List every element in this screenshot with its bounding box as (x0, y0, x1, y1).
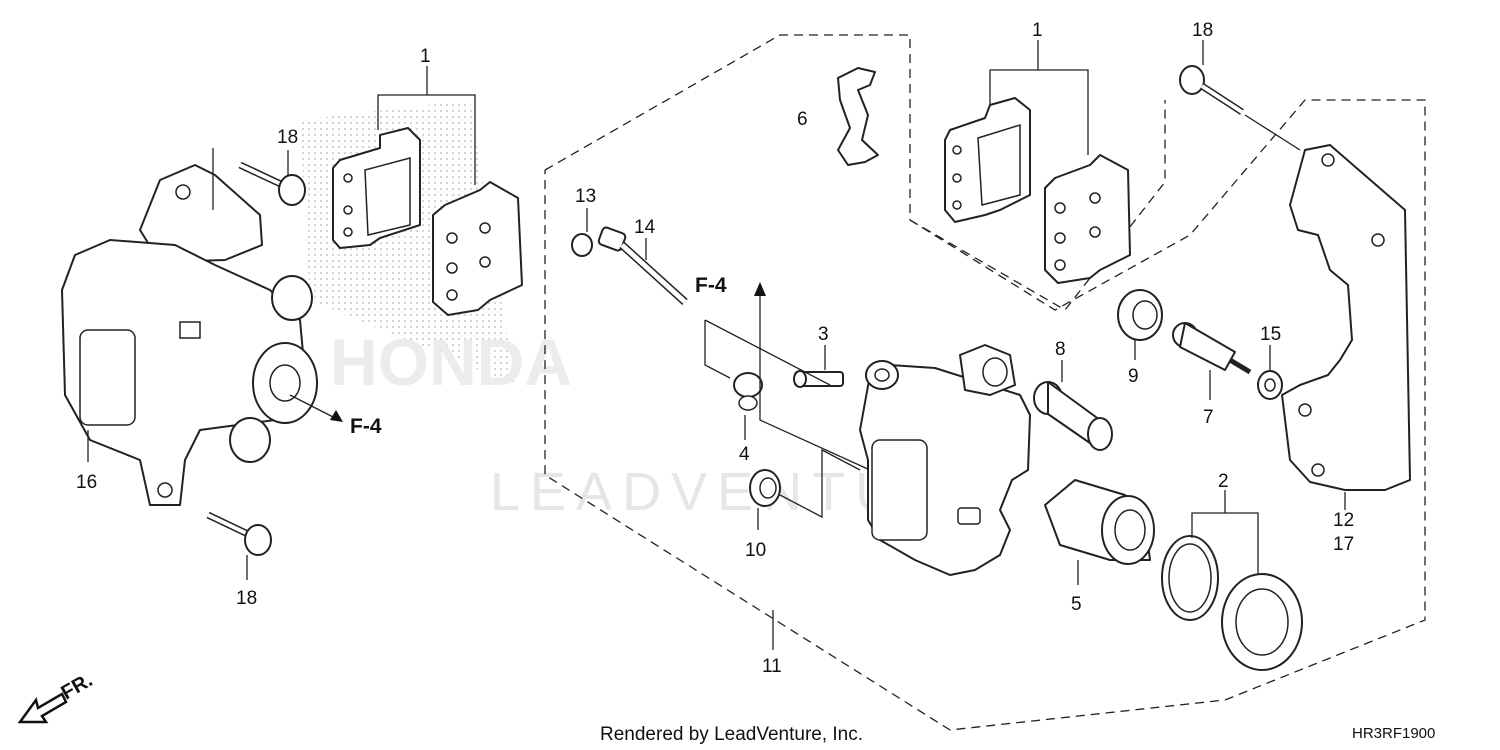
callout-18-bottom-left[interactable]: 18 (236, 588, 257, 609)
bracket-pin[interactable] (1172, 322, 1252, 375)
left-lower-boot (229, 417, 271, 463)
callout-9[interactable]: 9 (1128, 366, 1139, 387)
callout-labels: 1 18 16 18 6 1 18 13 14 3 4 10 8 9 7 15 … (76, 20, 1354, 677)
pad-spring[interactable] (837, 67, 879, 166)
callout-4[interactable]: 4 (739, 444, 750, 465)
piston-seal[interactable] (1161, 535, 1219, 621)
callout-1-right[interactable]: 1 (1032, 20, 1043, 41)
front-arrow-icon (17, 692, 68, 724)
reference-f4-center[interactable]: F-4 (695, 274, 727, 297)
sleeve-boot[interactable] (1117, 289, 1163, 341)
callout-17[interactable]: 17 (1333, 534, 1354, 555)
left-caliper-assembly (61, 66, 523, 580)
right-caliper-kit (544, 34, 1426, 731)
left-bleeder[interactable] (179, 321, 201, 339)
right-brake-pad-front[interactable] (944, 97, 1031, 223)
slide-pin[interactable] (597, 226, 688, 305)
reference-f4-left[interactable]: F-4 (350, 415, 382, 438)
left-caliper-window (79, 329, 136, 426)
callout-12[interactable]: 12 (1333, 510, 1354, 531)
callout-10[interactable]: 10 (745, 540, 766, 561)
slide-sleeve[interactable] (1033, 381, 1113, 451)
callout-16[interactable]: 16 (76, 472, 97, 493)
callout-1-left[interactable]: 1 (420, 46, 431, 67)
callout-2[interactable]: 2 (1218, 471, 1229, 492)
dust-seal[interactable] (1221, 573, 1303, 671)
left-bolt-lower[interactable] (206, 511, 272, 556)
pin-cap[interactable] (571, 233, 593, 257)
left-bolt-upper[interactable] (238, 161, 306, 206)
callout-7[interactable]: 7 (1203, 407, 1214, 428)
callout-13[interactable]: 13 (575, 186, 596, 207)
diagram-code: HR3RF1900 (1352, 725, 1435, 742)
callout-15[interactable]: 15 (1260, 324, 1281, 345)
right-bolt[interactable] (1179, 65, 1244, 115)
front-direction-indicator: FR. (17, 669, 96, 724)
caliper-piston[interactable] (1044, 479, 1155, 565)
callout-18-top-left[interactable]: 18 (277, 127, 298, 148)
left-boot (271, 275, 313, 321)
bleeder-cap[interactable] (733, 372, 763, 411)
pin-boot[interactable] (749, 469, 781, 507)
left-caliper-body[interactable] (61, 239, 306, 506)
left-brake-pad-rear[interactable] (432, 181, 523, 316)
left-brake-pad-front[interactable] (332, 127, 421, 249)
watermark-brand: HONDA (330, 325, 572, 399)
callout-11[interactable]: 11 (762, 656, 782, 677)
caliper-bracket[interactable] (1281, 144, 1411, 491)
callout-3[interactable]: 3 (818, 324, 829, 345)
callout-14[interactable]: 14 (634, 217, 656, 238)
caliper-window (871, 439, 928, 541)
rendered-by-credit: Rendered by LeadVenture, Inc. (600, 724, 863, 745)
right-brake-pad-rear[interactable] (1044, 154, 1131, 284)
kit-outline (544, 34, 1426, 731)
callout-8[interactable]: 8 (1055, 339, 1066, 360)
callout-6[interactable]: 6 (797, 109, 808, 130)
callout-5[interactable]: 5 (1071, 594, 1082, 615)
callout-18-top-right[interactable]: 18 (1192, 20, 1213, 41)
